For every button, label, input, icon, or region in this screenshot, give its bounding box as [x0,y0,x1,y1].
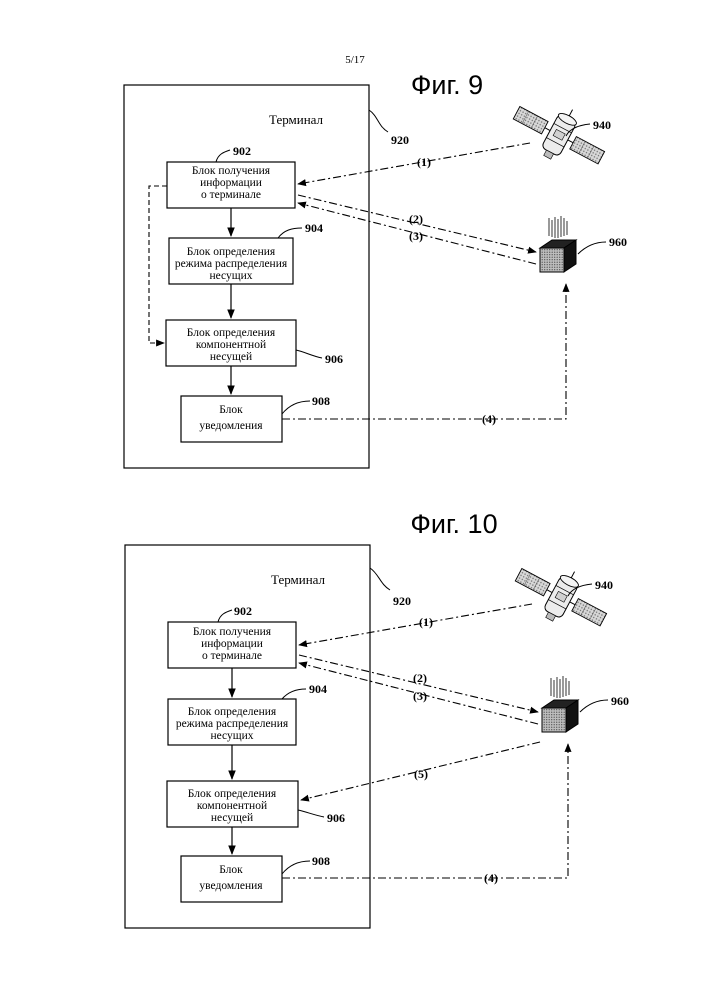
signal-5-label: (5) [414,767,428,781]
block-906-ref: 906 [325,352,343,366]
block-906-line-1: Блок определения [187,327,276,339]
block-906-line-3: несущей [210,351,252,363]
signal-4-label: (4) [482,412,496,426]
terminal-ref: 920 [391,133,409,147]
base-station-ref: 960 [611,694,629,708]
signal-3-label: (3) [409,229,423,243]
figure-10-title: Фиг. 10 [410,509,497,539]
terminal-ref: 920 [393,594,411,608]
figure-9-title: Фиг. 9 [411,70,483,100]
block-908-line-1: Блок [219,404,243,416]
block-904-line-1: Блок определения [187,246,276,258]
figure-9: Фиг. 9 Терминал 920 Блок получения инфор… [124,70,627,468]
block-904-ref: 904 [305,221,323,235]
block-902-ref: 902 [234,604,252,618]
base-station-ref: 960 [609,235,627,249]
block-notification [181,856,282,902]
block-notification [181,396,282,442]
block-904-line-3: несущих [210,730,253,742]
block-908-line-1: Блок [219,864,243,876]
block-902-line-2: информации [200,177,262,189]
terminal-label: Терминал [269,112,324,127]
signal-1-label: (1) [417,155,431,169]
block-906-ref: 906 [327,811,345,825]
block-904-line-2: режима распределения [176,718,289,730]
page-number: 5/17 [345,54,365,66]
block-906-line-1: Блок определения [188,788,277,800]
terminal-label: Терминал [271,572,326,587]
block-904-line-2: режима распределения [175,258,288,270]
block-908-ref: 908 [312,854,330,868]
signal-2-label: (2) [409,212,423,226]
block-902-line-1: Блок получения [193,626,272,638]
satellite-ref: 940 [593,118,611,132]
block-906-line-3: несущей [211,812,253,824]
block-902-line-2: информации [201,638,263,650]
signal-1-label: (1) [419,615,433,629]
satellite-ref: 940 [595,578,613,592]
figure-10: Фиг. 10 Терминал 920 Блок получения инфо… [125,509,629,928]
block-908-line-2: уведомления [199,420,263,432]
block-904-line-1: Блок определения [188,706,277,718]
signal-4-label: (4) [484,871,498,885]
block-908-line-2: уведомления [199,880,263,892]
block-908-ref: 908 [312,394,330,408]
signal-2-label: (2) [413,671,427,685]
block-902-ref: 902 [233,144,251,158]
block-904-ref: 904 [309,682,327,696]
block-906-line-2: компонентной [197,800,267,812]
block-906-line-2: компонентной [196,339,266,351]
signal-3-label: (3) [413,689,427,703]
block-904-line-3: несущих [209,270,252,282]
block-902-line-1: Блок получения [192,165,271,177]
block-902-line-3: о терминале [202,650,262,662]
block-902-line-3: о терминале [201,189,261,201]
